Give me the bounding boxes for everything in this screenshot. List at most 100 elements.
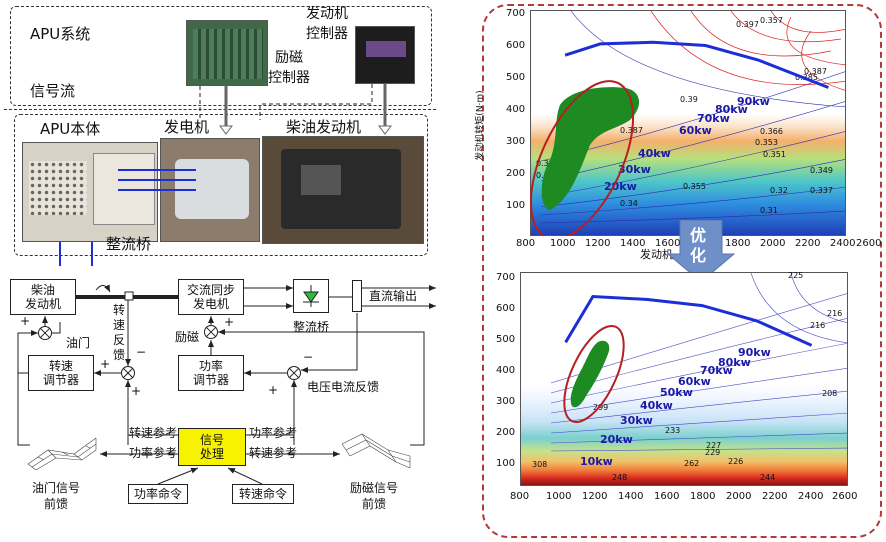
bottom-contour-label: 233 [665, 426, 681, 435]
top-x-axis-label: 发动机 [640, 248, 673, 261]
top-contour-label: 0.387 [804, 67, 827, 76]
bottom-y-tick: 500 [496, 334, 516, 345]
bottom-contour-label: 244 [760, 473, 776, 482]
top-max-torque-curve [564, 40, 829, 89]
bottom-operating-ellipse [563, 324, 625, 424]
top-contour-label: 0.337 [810, 186, 833, 195]
bottom-contour-label: 216 [810, 321, 826, 330]
bottom-power-label: 10kw [580, 455, 613, 468]
top-contour-label: 0.349 [810, 166, 833, 175]
top-contour-label: 0.31 [760, 206, 778, 215]
plus-sign: + [20, 314, 31, 328]
speed-regulator-block: 转速 调节器 [28, 355, 94, 391]
top-x-tick: 1200 [585, 238, 611, 249]
bottom-efficiency-map [520, 272, 848, 486]
throttle-sum-junction [38, 326, 52, 340]
top-operating-ellipse [530, 80, 635, 236]
bottom-power-label: 70kw [700, 364, 733, 377]
signal-flow-label: 信号流 [30, 82, 76, 100]
power-regulator-block: 功率 调节器 [178, 355, 244, 391]
top-contour-label: 0.32 [536, 159, 554, 168]
speed-sum-junction [121, 366, 135, 380]
speed-ref-right-label: 转速参考 [249, 446, 298, 460]
dc-filter-block [352, 280, 362, 312]
power-ref-right-label: 功率参考 [249, 426, 298, 440]
excitation-controller-photo [186, 20, 268, 86]
bottom-power-label: 60kw [678, 375, 711, 388]
top-y-tick: 600 [506, 40, 526, 51]
rectifier-label: 整流桥 [293, 320, 330, 334]
power-sum-junction [287, 366, 301, 380]
top-operating-region [541, 87, 640, 210]
top-contour-label: 0.355 [683, 182, 706, 191]
top-y-tick: 700 [506, 8, 526, 19]
top-power-label: 30kw [618, 163, 651, 176]
bottom-x-tick: 2000 [726, 491, 752, 502]
top-contour-label: 0.353 [755, 138, 778, 147]
top-x-tick: 1400 [620, 238, 646, 249]
bottom-x-tick: 1800 [690, 491, 716, 502]
top-x-tick: 800 [516, 238, 536, 249]
minus-sign: − [303, 350, 314, 364]
bottom-x-tick: 2600 [832, 491, 858, 502]
top-x-tick: 2200 [795, 238, 821, 249]
top-x-tick: 2400 [830, 238, 856, 249]
optimize-arrow [666, 220, 736, 283]
bottom-y-tick: 700 [496, 272, 516, 283]
minus-sign: − [136, 345, 147, 359]
signal-processing-block: 信号 处理 [178, 428, 246, 466]
block-diagram-wiring [17, 284, 436, 485]
apu-system-label: APU系统 [30, 25, 91, 43]
top-x-tick: 2000 [760, 238, 786, 249]
bottom-contour-label: 225 [788, 271, 804, 280]
engine-controller-label: 发动机 控制器 [306, 6, 348, 42]
speed-feedback-label: 转 速 反 馈 [113, 303, 126, 362]
top-power-label: 40kw [638, 147, 671, 160]
top-y-tick: 400 [506, 104, 526, 115]
bottom-y-tick: 100 [496, 458, 516, 469]
bottom-power-label: 90kw [738, 346, 771, 359]
top-power-label: 70kw [697, 112, 730, 125]
bottom-contour-label: 262 [684, 459, 700, 468]
excitation-label: 励磁 [175, 330, 200, 344]
bottom-contour-label: 299 [593, 403, 609, 412]
rectifier-block [293, 279, 329, 313]
bottom-x-tick: 1400 [618, 491, 644, 502]
top-x-tick: 1600 [655, 238, 681, 249]
bottom-y-tick: 300 [496, 396, 516, 407]
top-x-tick: 1800 [725, 238, 751, 249]
top-contour-label: 0.39 [680, 95, 698, 104]
top-x-tick: 2600 [856, 238, 882, 249]
bottom-power-label: 80kw [718, 356, 751, 369]
top-y-tick: 100 [506, 200, 526, 211]
bottom-chart-overlay [563, 294, 813, 424]
top-contour-label: 0.34 [620, 199, 638, 208]
excitation-feedforward-label: 励磁信号 前馈 [350, 481, 399, 511]
top-x-tick: 1000 [550, 238, 576, 249]
bottom-y-tick: 600 [496, 303, 516, 314]
diesel-engine-label: 柴油发动机 [286, 118, 362, 136]
top-contour-label: 0.357 [760, 16, 783, 25]
bottom-contour-label: 308 [532, 460, 548, 469]
plus-sign: + [268, 383, 279, 397]
top-contour-label: 0.351 [763, 150, 786, 159]
top-y-axis-label: 发动机转矩(N·m) [475, 90, 486, 161]
top-y-tick: 300 [506, 136, 526, 147]
bottom-x-tick: 800 [510, 491, 530, 502]
top-y-tick: 500 [506, 72, 526, 83]
top-contour-label: 0.366 [760, 127, 783, 136]
bottom-y-tick: 400 [496, 365, 516, 376]
signal-flow-divider [4, 109, 436, 110]
plus-sign: + [224, 315, 235, 329]
bottom-x-tick: 1200 [582, 491, 608, 502]
bottom-power-label: 40kw [640, 399, 673, 412]
bottom-power-label: 20kw [600, 433, 633, 446]
optimization-panel [482, 4, 882, 538]
top-chart-overlay [530, 40, 829, 236]
bottom-power-label: 50kw [660, 386, 693, 399]
top-power-label: 60kw [679, 124, 712, 137]
diode-icon [303, 285, 319, 307]
top-contour-label: 0.32 [770, 186, 788, 195]
diesel-engine-block: 柴油 发动机 [10, 279, 76, 315]
bottom-x-tick: 1600 [654, 491, 680, 502]
